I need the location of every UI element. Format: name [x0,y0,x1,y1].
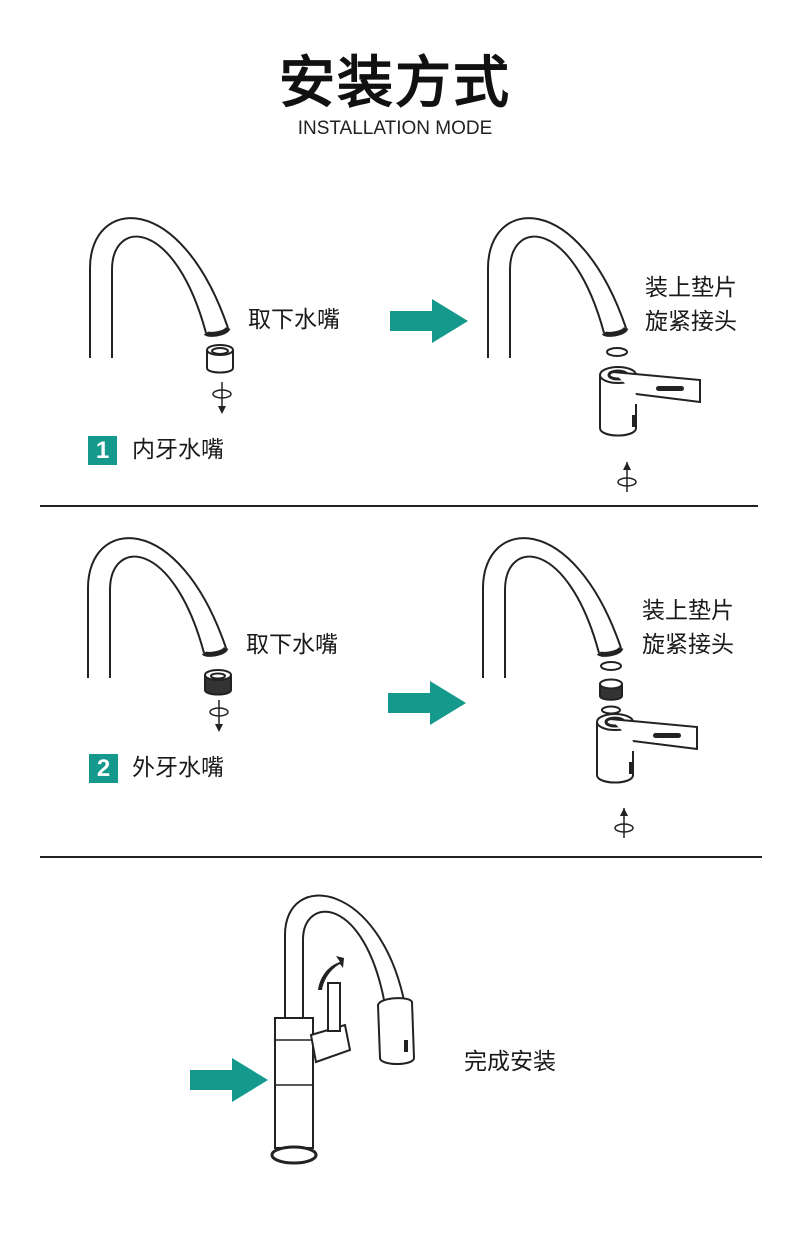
final-faucet-illustration [270,894,416,1165]
adapter-icon [598,365,702,437]
lift-arrow-icon [318,956,344,990]
step1-faucet-install [488,218,702,493]
washer-icon [606,347,628,357]
rotate-down-icon [209,699,229,733]
page-title: 安装方式 [279,51,511,116]
step2-faucet-install [483,538,699,839]
adapter-icon [595,712,699,784]
step1-badge: 1 [88,436,117,465]
rotate-down-icon [212,381,232,415]
step2-remove-label: 取下水嘴 [246,632,338,658]
step2-badge: 2 [89,754,118,783]
step1-type-label: 内牙水嘴 [132,437,224,463]
inner-thread-aerator-icon [206,344,234,374]
step2-faucet-remove [88,538,232,733]
rotate-up-icon [617,461,637,493]
page-subtitle: INSTALLATION MODE [297,118,493,139]
step1-install-label-2: 旋紧接头 [645,309,737,335]
step1-arrow-icon [390,299,468,343]
outer-thread-aerator-icon [204,669,232,696]
step2-install-label-2: 旋紧接头 [642,632,734,658]
step2-install-label-1: 装上垫片 [642,598,734,624]
step1-remove-label: 取下水嘴 [248,307,340,333]
final-arrow-icon [190,1058,268,1102]
rotate-up-icon [614,807,634,839]
handle-icon [327,982,341,1032]
washer-icon [600,661,622,671]
step1-faucet-remove [90,218,234,415]
final-label: 完成安装 [464,1049,556,1075]
step2-type-label: 外牙水嘴 [132,755,224,781]
step2-arrow-icon [388,681,466,725]
step1-install-label-1: 装上垫片 [645,275,737,301]
connector-icon [599,678,623,701]
